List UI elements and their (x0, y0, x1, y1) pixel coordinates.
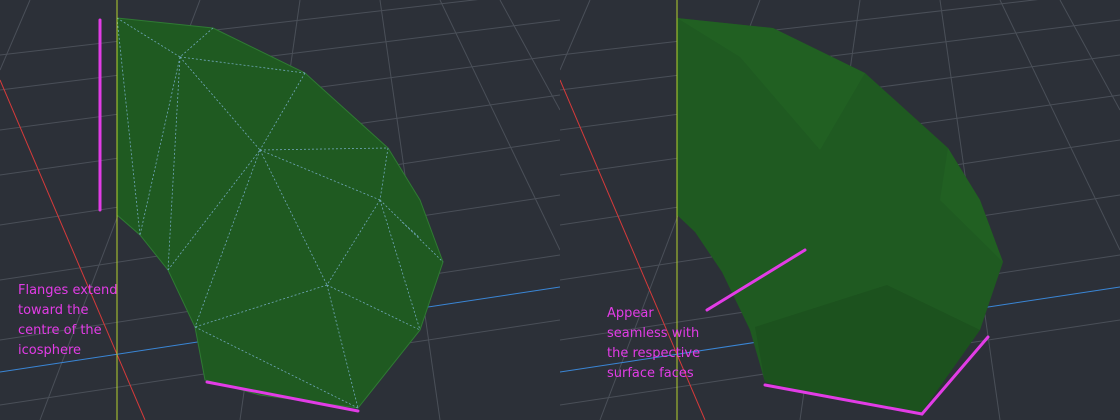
annotation-markers-left (98, 18, 360, 413)
viewport-left-wireframe[interactable]: Flanges extend toward the centre of the … (0, 0, 560, 420)
flange-marker-bottom (205, 380, 360, 413)
annotation-markers-right (705, 248, 990, 416)
mesh-shadow (755, 285, 980, 412)
mesh-wireframe (116, 17, 444, 409)
viewport-right-solid[interactable]: Appear seamless with the respective surf… (560, 0, 1120, 420)
x-axis-line (560, 79, 706, 420)
seam-marker-side (920, 335, 990, 416)
annotation-left: Flanges extend toward the centre of the … (18, 283, 118, 358)
right-scene (560, 0, 1120, 420)
seam-marker-bottom (763, 383, 924, 416)
annotation-right: Appear seamless with the respective surf… (607, 306, 701, 381)
mesh-surface[interactable] (116, 17, 444, 409)
left-scene (0, 0, 560, 420)
mesh-shading (677, 18, 1003, 262)
pointer-line (705, 248, 807, 312)
x-axis-line (0, 79, 146, 420)
